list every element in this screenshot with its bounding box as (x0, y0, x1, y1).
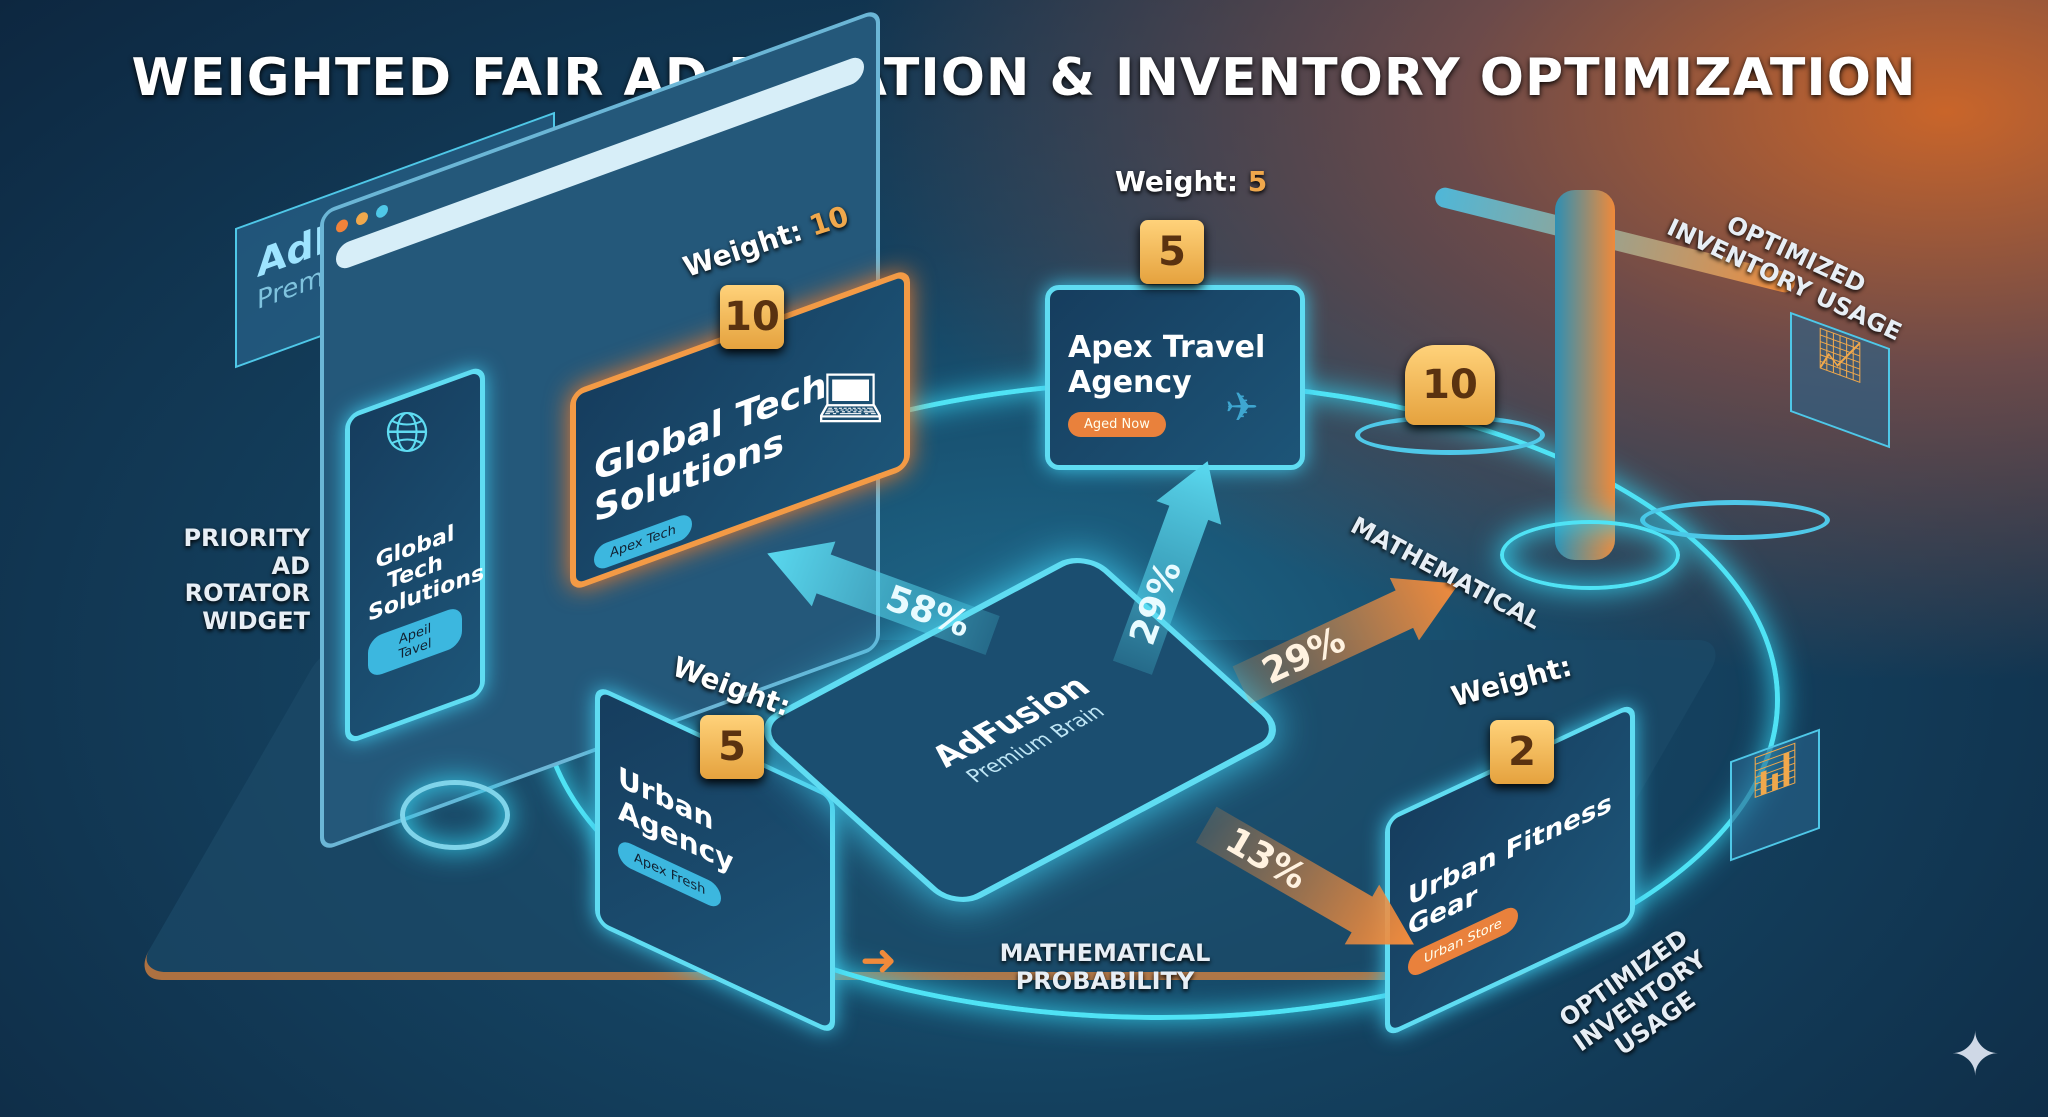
math-probability-label: MATHEMATICAL PROBABILITY (999, 939, 1211, 995)
scale-weight: 10 (1405, 345, 1495, 425)
sparkle-icon: ✦ (1950, 1020, 2001, 1090)
laptop-icon: 💻︎ (815, 366, 887, 431)
scale-post (1555, 190, 1615, 560)
scale-pan-right (1640, 500, 1830, 540)
scale-base (1500, 520, 1680, 590)
window-dot-icon (356, 210, 368, 227)
weight-badge-3: 5 (700, 715, 764, 779)
weight-badge-4: 2 (1490, 720, 1554, 784)
ad-card-apex-travel[interactable]: Apex Travel Agency Aged Now (1045, 285, 1305, 470)
arrow-right-icon: ➜ (860, 935, 897, 986)
globe-icon: 🌐︎ (385, 400, 430, 465)
airplane-icon: ✈ (1225, 385, 1259, 431)
window-dot-icon (376, 203, 388, 220)
weight-label-2: Weight: 5 (1115, 165, 1268, 198)
ad-button[interactable]: Aged Now (1068, 412, 1166, 437)
weight-badge-2: 5 (1140, 220, 1204, 284)
widget-label: PRIORITY AD ROTATOR WIDGET (183, 524, 310, 635)
donut-chart-icon (400, 780, 510, 850)
page-title: WEIGHTED FAIR AD ROTATION & INVENTORY OP… (131, 48, 1917, 108)
window-dot-icon (336, 217, 348, 235)
ad-title: Apex Travel Agency (1068, 330, 1266, 400)
weight-badge-1: 10 (720, 285, 784, 349)
